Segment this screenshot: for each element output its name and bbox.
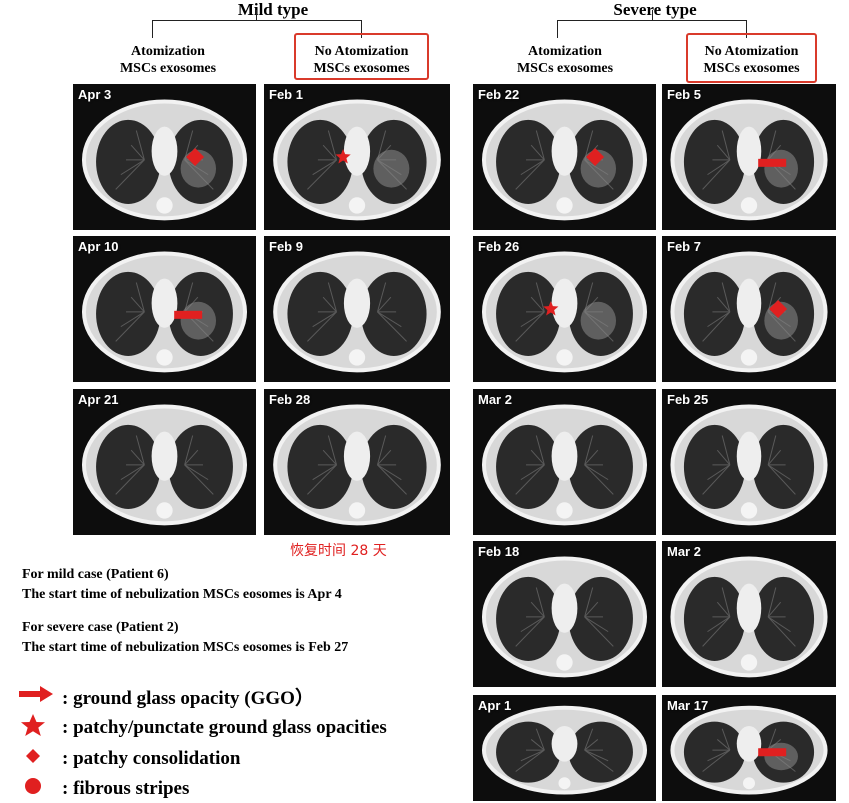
mild-case-note-2: The start time of nebulization MSCs eoso… — [22, 587, 342, 602]
severe-case-note-2: The start time of nebulization MSCs eoso… — [22, 640, 349, 655]
ct-scan-image — [670, 251, 828, 373]
star-marker — [543, 301, 559, 316]
severe-bracket-stem — [652, 10, 653, 20]
scan-mild-4: Apr 21 — [73, 389, 256, 535]
ct-scan-image — [481, 99, 648, 221]
ct-scan-image — [273, 404, 441, 526]
scan-severe-0: Feb 22 — [473, 84, 656, 230]
ct-scan-image — [670, 404, 828, 526]
diamond-marker — [769, 300, 788, 318]
scan-severe-5: Feb 25 — [662, 389, 836, 535]
severe-col-no-atomization-box — [686, 33, 817, 83]
legend-ggo: : ground glass opacity (GGO） — [18, 683, 314, 710]
diamond-marker — [186, 148, 205, 166]
mild-bracket-stem — [256, 10, 257, 20]
arrow-marker — [758, 158, 787, 167]
legend-consolidation: : patchy consolidation — [18, 745, 240, 773]
mild-type-title: Mild type — [237, 0, 309, 19]
ct-scan-image — [670, 99, 828, 221]
ct-scan-image — [481, 556, 648, 678]
scan-mild-1: Feb 1 — [264, 84, 450, 230]
star-icon — [18, 713, 62, 743]
mild-col-no-atomization-box — [294, 33, 429, 80]
ct-scan-image — [670, 556, 828, 678]
legend-patchy-ggo: : patchy/punctate ground glass opacities — [18, 713, 387, 743]
arrow-icon — [18, 685, 62, 709]
diamond-icon — [18, 745, 62, 773]
arrow-marker — [758, 748, 787, 757]
ct-scan-image — [481, 705, 648, 795]
legend-fibrous: : fibrous stripes — [18, 775, 189, 803]
arrow-marker — [174, 310, 203, 319]
recovery-time-note: 恢复时间 28 天 — [290, 543, 387, 559]
circle-icon — [18, 775, 62, 803]
scan-severe-1: Feb 5 — [662, 84, 836, 230]
scan-severe-6: Feb 18 — [473, 541, 656, 687]
scan-severe-2: Feb 26 — [473, 236, 656, 382]
ct-scan-image — [273, 251, 441, 373]
scan-severe-4: Mar 2 — [473, 389, 656, 535]
scan-severe-7: Mar 2 — [662, 541, 836, 687]
diamond-marker — [586, 148, 605, 166]
ct-scan-image — [481, 251, 648, 373]
scan-mild-3: Feb 9 — [264, 236, 450, 382]
ct-scan-image — [81, 251, 248, 373]
scan-severe-9: Mar 17 — [662, 695, 836, 801]
mild-case-note-1: For mild case (Patient 6) — [22, 567, 169, 582]
scan-severe-3: Feb 7 — [662, 236, 836, 382]
ct-scan-image — [81, 99, 248, 221]
ct-scan-image — [670, 705, 828, 795]
severe-bracket — [557, 20, 747, 38]
scan-mild-5: Feb 28 — [264, 389, 450, 535]
scan-mild-2: Apr 10 — [73, 236, 256, 382]
severe-case-note-1: For severe case (Patient 2) — [22, 620, 179, 635]
scan-mild-0: Apr 3 — [73, 84, 256, 230]
ct-scan-image — [481, 404, 648, 526]
ct-scan-image — [273, 99, 441, 221]
ct-scan-image — [81, 404, 248, 526]
severe-type-title: Severe type — [613, 0, 697, 19]
star-marker — [335, 149, 351, 164]
scan-severe-8: Apr 1 — [473, 695, 656, 801]
mild-bracket — [152, 20, 362, 38]
